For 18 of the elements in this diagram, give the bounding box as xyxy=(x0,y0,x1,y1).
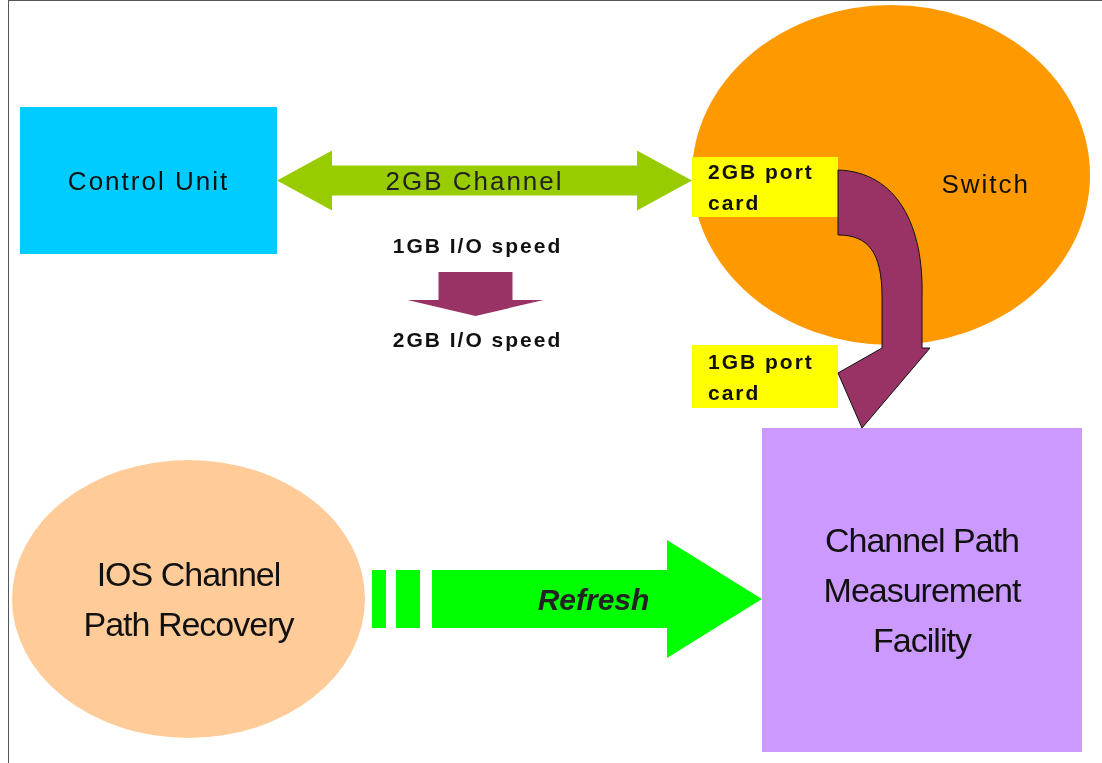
edge-label: 2GB Channel xyxy=(385,165,564,195)
process-box xyxy=(20,107,277,254)
node-label: Channel Path Measurement Facility xyxy=(822,520,1023,661)
node-label: Control Unit xyxy=(66,164,231,198)
node-label: Switch xyxy=(941,168,1030,201)
node-label: 1GB port card xyxy=(708,348,815,406)
port-card-box xyxy=(692,157,838,217)
block-arrow xyxy=(277,150,692,211)
block-arrow xyxy=(372,540,762,658)
node-label: 2GB I/O speed xyxy=(392,327,563,354)
node-label: IOS Channel Path Recovery xyxy=(82,554,295,645)
edge-label: Refresh xyxy=(537,582,650,616)
port-card-box xyxy=(692,345,838,408)
block-arrow xyxy=(407,272,544,316)
node-label: 1GB I/O speed xyxy=(392,233,563,260)
process-box xyxy=(762,428,1082,752)
node-label: 2GB port card xyxy=(708,159,815,216)
block-arrow xyxy=(837,169,931,429)
